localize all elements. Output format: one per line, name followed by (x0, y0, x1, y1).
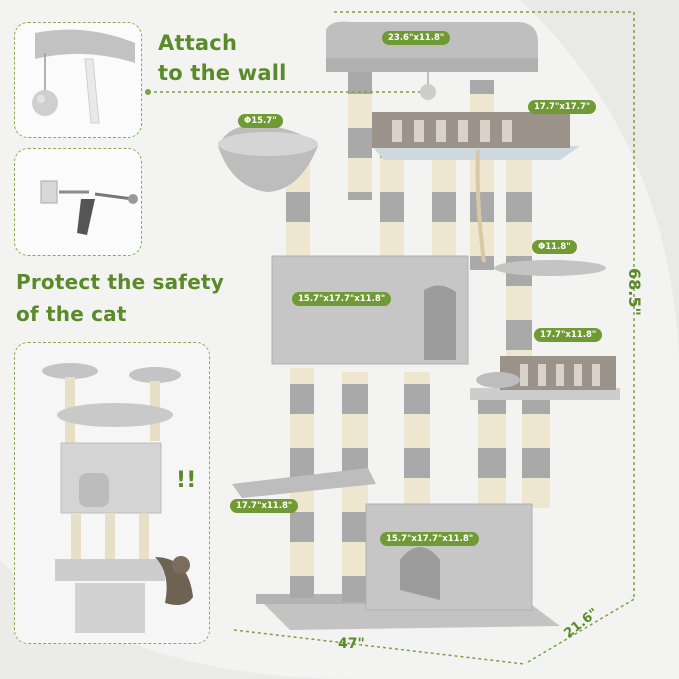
wall-anchor-inset (14, 148, 142, 256)
wall-toy-inset (14, 22, 142, 138)
height-dimension: 68.5" (625, 268, 644, 316)
safety-photo-inset (14, 342, 210, 644)
tag-left-platform: 17.7"x11.8" (230, 499, 299, 513)
heading-protect-safety: Protect the safety of the cat (16, 270, 224, 326)
tag-small-platform: Φ11.8" (532, 240, 577, 254)
alert-marks: !! (176, 468, 197, 493)
tag-top-perch: 23.6"x11.8" (382, 31, 451, 45)
heading-attach-wall: Attach to the wall (158, 31, 287, 85)
tag-condo-lower: 15.7"x17.7"x11.8" (380, 532, 480, 546)
tag-condo-upper: 15.7"x17.7"x11.8" (292, 292, 392, 306)
tag-basket: Φ15.7" (238, 114, 283, 128)
width-dimension: 47" (338, 636, 365, 652)
tag-side-perch: 17.7"x11.8" (534, 328, 603, 342)
tag-hammock-deck: 17.7"x17.7" (528, 100, 597, 114)
